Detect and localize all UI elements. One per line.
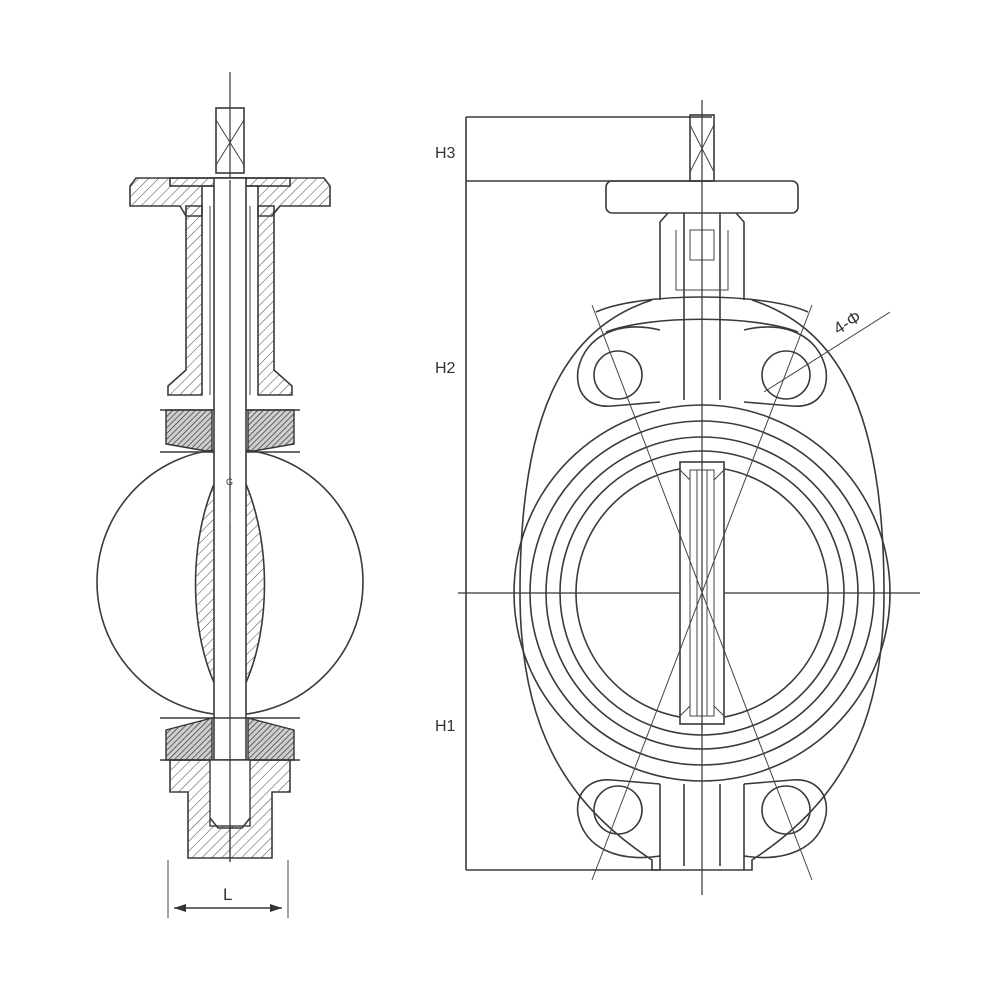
body-ring-2 bbox=[529, 420, 875, 766]
front-body-outline bbox=[519, 299, 885, 871]
lower-right-lug bbox=[743, 779, 828, 859]
upper-seat-ring bbox=[160, 409, 300, 453]
stem-square-top bbox=[215, 107, 245, 174]
height-dimensions: H3 H2 H1 bbox=[435, 116, 712, 871]
front-neck bbox=[659, 212, 745, 400]
bottom-boss-section bbox=[169, 759, 291, 862]
lower-seat-ring bbox=[160, 717, 300, 761]
bolt-centerline-2 bbox=[591, 304, 813, 881]
bolt-hole-label: 4-Φ bbox=[830, 307, 864, 338]
dimension-H3-label: H3 bbox=[435, 145, 456, 162]
front-bottom-boss bbox=[659, 784, 745, 870]
side-section-view: G L bbox=[96, 72, 364, 918]
dimension-L-label: L bbox=[223, 885, 232, 904]
dimension-H2-label: H2 bbox=[435, 360, 456, 377]
front-view: 4-Φ H3 H2 H1 bbox=[435, 100, 920, 895]
dimension-L: L bbox=[167, 860, 289, 918]
front-disc-edge bbox=[679, 460, 725, 730]
upper-right-lug bbox=[743, 326, 828, 407]
disc-mark-label: G bbox=[226, 477, 233, 487]
front-top-arc bbox=[595, 296, 809, 313]
dimension-H1-label: H1 bbox=[435, 718, 456, 735]
lower-left-lug bbox=[576, 779, 661, 859]
seat-ring bbox=[545, 436, 859, 750]
upper-left-lug bbox=[576, 326, 661, 407]
body-ring-outer bbox=[513, 404, 891, 782]
neck-section bbox=[167, 205, 293, 396]
seat-ring-inner bbox=[559, 450, 845, 736]
